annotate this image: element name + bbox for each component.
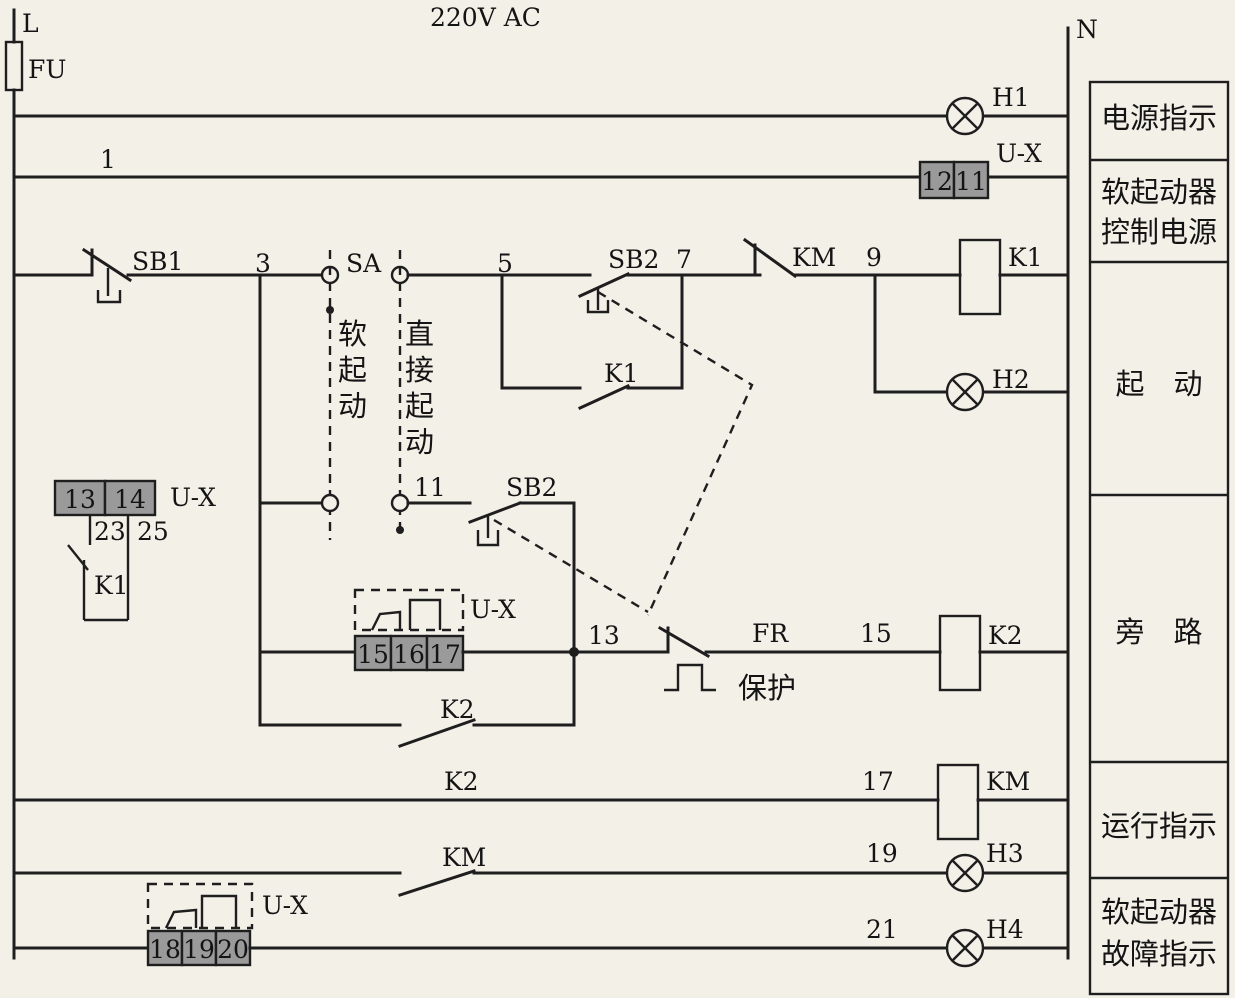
wire-21-label: 21 <box>866 915 898 944</box>
sa-soft-char-2: 起 <box>338 353 367 387</box>
sa-soft-char-3: 动 <box>338 389 367 423</box>
terminal-17: 17 <box>429 640 461 669</box>
ux-label-1: U-X <box>996 139 1042 168</box>
terminal-23: 23 <box>94 517 126 546</box>
voltage-label: 220V AC <box>430 3 541 32</box>
fuse-label: FU <box>28 55 66 84</box>
fr-label: FR <box>752 619 789 648</box>
k1-hold-label: K1 <box>604 359 639 388</box>
ux-label-3: U-X <box>470 595 516 624</box>
sb2-label-upper: SB2 <box>608 245 659 274</box>
row-power-indicator: H1 <box>12 83 1070 136</box>
neutral-label: N <box>1076 15 1098 44</box>
sa-soft-out-terminal <box>320 493 340 513</box>
wire-9-label: 9 <box>866 243 882 272</box>
sa-direct-char-3: 起 <box>405 389 434 423</box>
sa-selector-mechanism: 软 起 动 直 接 起 动 <box>326 250 434 540</box>
terminal-25: 25 <box>137 517 169 546</box>
terminal-20: 20 <box>217 935 249 964</box>
function-table: 电源指示 软起动器 控制电源 起 动 旁 路 运行指示 软起动器 故障指示 <box>1088 80 1230 996</box>
wire-11-label: 11 <box>414 473 446 502</box>
row-softstarter-power: 1 12 11 U-X <box>12 139 1070 200</box>
row-fault-indicator: 18 19 20 U-X 21 H4 <box>12 882 1070 968</box>
lamp-h4-icon <box>945 928 985 968</box>
sb2-lower-button-icon <box>476 515 500 547</box>
section-bypass: 旁 路 <box>1115 615 1202 649</box>
km-coil <box>936 763 980 841</box>
supply-rails: L FU 220V AC N <box>4 3 1098 960</box>
row-km-coil: K2 17 KM <box>12 763 1070 841</box>
wire-17-label: 17 <box>862 767 894 796</box>
sa-direct-char-4: 动 <box>405 425 434 459</box>
sb1-button-icon <box>96 268 122 304</box>
km-coil-label: KM <box>986 767 1030 796</box>
terminal-15: 15 <box>357 640 389 669</box>
k2-coil-label: K2 <box>988 621 1023 650</box>
section-fault-indicator-1: 软起动器 <box>1101 895 1217 929</box>
wire-13-label: 13 <box>588 621 620 650</box>
wire-3-label: 3 <box>255 249 271 278</box>
terminal-13: 13 <box>64 485 96 514</box>
sb2-mechanical-link <box>597 290 754 616</box>
lamp-h3-icon <box>945 853 985 893</box>
section-run-indicator: 运行指示 <box>1101 809 1217 843</box>
k1-aux-label: K1 <box>94 571 129 600</box>
sa-direct-char-1: 直 <box>405 317 434 351</box>
terminal-14: 14 <box>114 485 146 514</box>
sa-direct-char-2: 接 <box>405 353 434 387</box>
sb2-lower-link <box>493 518 649 614</box>
k1-coil-label: K1 <box>1008 243 1043 272</box>
k2-coil <box>938 614 982 692</box>
km-contact-label: KM <box>442 843 486 872</box>
wire-15-label: 15 <box>860 619 892 648</box>
phase-label: L <box>22 9 39 38</box>
section-fault-indicator-2: 故障指示 <box>1101 937 1217 971</box>
section-softstarter-power-2: 控制电源 <box>1101 215 1217 249</box>
fr-thermal-icon <box>664 663 716 692</box>
sa-label: SA <box>346 249 382 278</box>
h1-label: H1 <box>992 83 1030 112</box>
wire-5-label: 5 <box>497 249 513 278</box>
h3-label: H3 <box>986 839 1024 868</box>
row-run-indicator: KM 19 H3 <box>12 839 1070 897</box>
section-power-indicator: 电源指示 <box>1101 101 1217 135</box>
km-nc-label: KM <box>792 243 836 272</box>
terminal-12: 12 <box>921 167 953 196</box>
lamp-h1-icon <box>945 96 985 136</box>
k2-hold-label: K2 <box>440 695 475 724</box>
wire-19-label: 19 <box>866 839 898 868</box>
protect-label: 保护 <box>738 671 796 705</box>
ux-13-14-block: 13 14 U-X 23 25 K1 <box>53 479 216 622</box>
section-start: 起 动 <box>1115 367 1202 401</box>
sa-soft-char-1: 软 <box>338 317 367 351</box>
terminal-11: 11 <box>955 167 987 196</box>
wire-7-label: 7 <box>676 245 692 274</box>
lamp-h2-icon <box>945 372 985 412</box>
row-start: SB1 3 SA 5 SB2 7 KM 9 K1 K1 <box>12 237 1070 412</box>
terminal-19: 19 <box>183 935 215 964</box>
row-bypass: 11 SB2 15 16 17 U-X 13 FR 保护 15 <box>258 273 1070 748</box>
k2-contact-label: K2 <box>444 767 479 796</box>
section-softstarter-power-1: 软起动器 <box>1101 175 1217 209</box>
sa-direct-out-terminal <box>390 493 410 513</box>
ux-label-4: U-X <box>262 891 308 920</box>
ux-label-2: U-X <box>170 483 216 512</box>
sb1-label: SB1 <box>132 247 183 276</box>
fuse-body <box>4 40 24 92</box>
sb2-label-lower: SB2 <box>506 473 557 502</box>
sb2-upper-button-icon <box>586 288 610 314</box>
terminal-16: 16 <box>393 640 425 669</box>
h4-label: H4 <box>986 915 1024 944</box>
k1-coil <box>958 238 1002 316</box>
h2-label: H2 <box>992 365 1030 394</box>
wire-1-label: 1 <box>100 145 116 174</box>
terminal-18: 18 <box>149 935 181 964</box>
